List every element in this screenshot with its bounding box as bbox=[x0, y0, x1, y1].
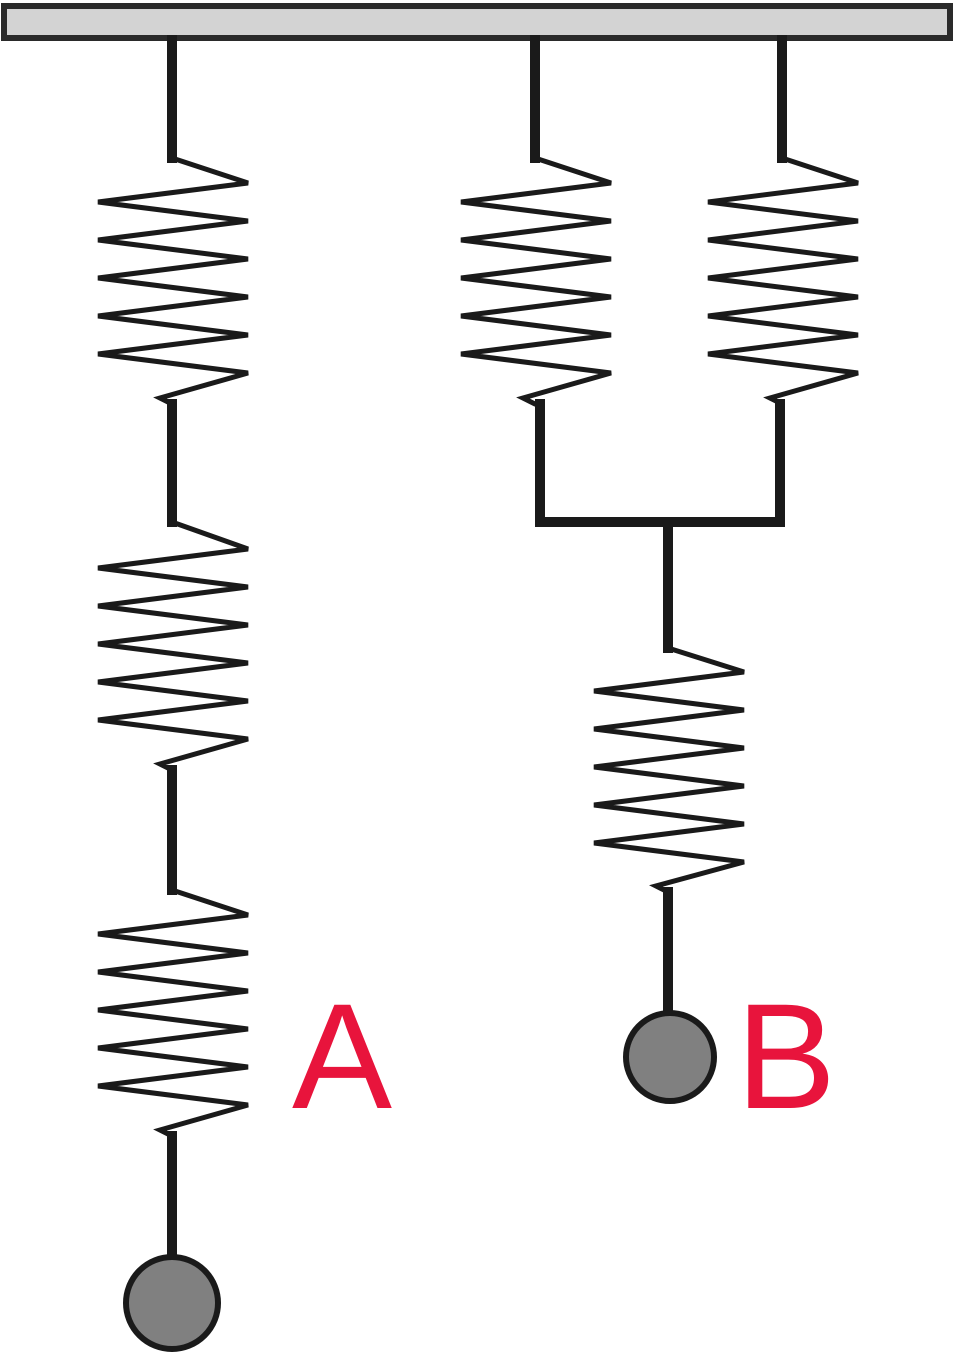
system-a: A bbox=[97, 35, 392, 1352]
spring-a3 bbox=[97, 887, 249, 1139]
spring-b-right bbox=[707, 155, 859, 407]
spring-b-lower bbox=[593, 645, 745, 895]
label-a: A bbox=[292, 972, 392, 1140]
system-b: B bbox=[460, 35, 859, 1140]
mass-b bbox=[623, 1010, 717, 1104]
spring-a1 bbox=[97, 155, 249, 407]
label-b: B bbox=[736, 972, 836, 1140]
spring-a2 bbox=[97, 519, 249, 773]
spring-b-left bbox=[460, 155, 612, 407]
ceiling-bar bbox=[1, 3, 953, 41]
mass-a bbox=[123, 1254, 221, 1352]
